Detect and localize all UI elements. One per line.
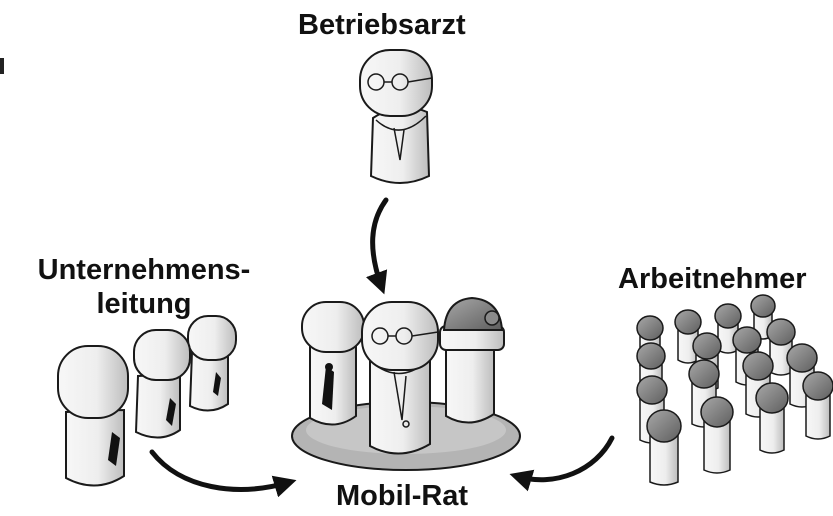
arrow-doctor-to-council <box>373 200 386 288</box>
label-mobil-rat: Mobil-Rat <box>336 479 468 513</box>
worker-figure <box>647 410 681 485</box>
label-unternehmensleitung: Unternehmens- leitung <box>14 253 274 321</box>
worker-figure <box>756 383 788 453</box>
manager-figure-middle <box>134 330 190 438</box>
worker-crowd <box>637 295 833 485</box>
manager-figure-front <box>58 346 128 486</box>
label-unternehmensleitung-line2: leitung <box>14 287 274 321</box>
arrow-management-to-council <box>152 452 290 489</box>
council-doctor-figure <box>362 302 438 454</box>
label-unternehmensleitung-line1: Unternehmens- <box>14 253 274 287</box>
arrow-workers-to-council <box>516 438 612 480</box>
management-figures <box>58 316 236 486</box>
manager-figure-back <box>188 316 236 411</box>
council-group <box>292 298 520 470</box>
council-manager-figure <box>302 302 364 425</box>
worker-figure <box>803 372 833 439</box>
label-arbeitnehmer: Arbeitnehmer <box>618 262 807 296</box>
label-betriebsarzt: Betriebsarzt <box>298 8 466 42</box>
council-worker-figure <box>440 298 504 423</box>
doctor-figure <box>360 50 432 183</box>
worker-figure <box>701 397 733 473</box>
